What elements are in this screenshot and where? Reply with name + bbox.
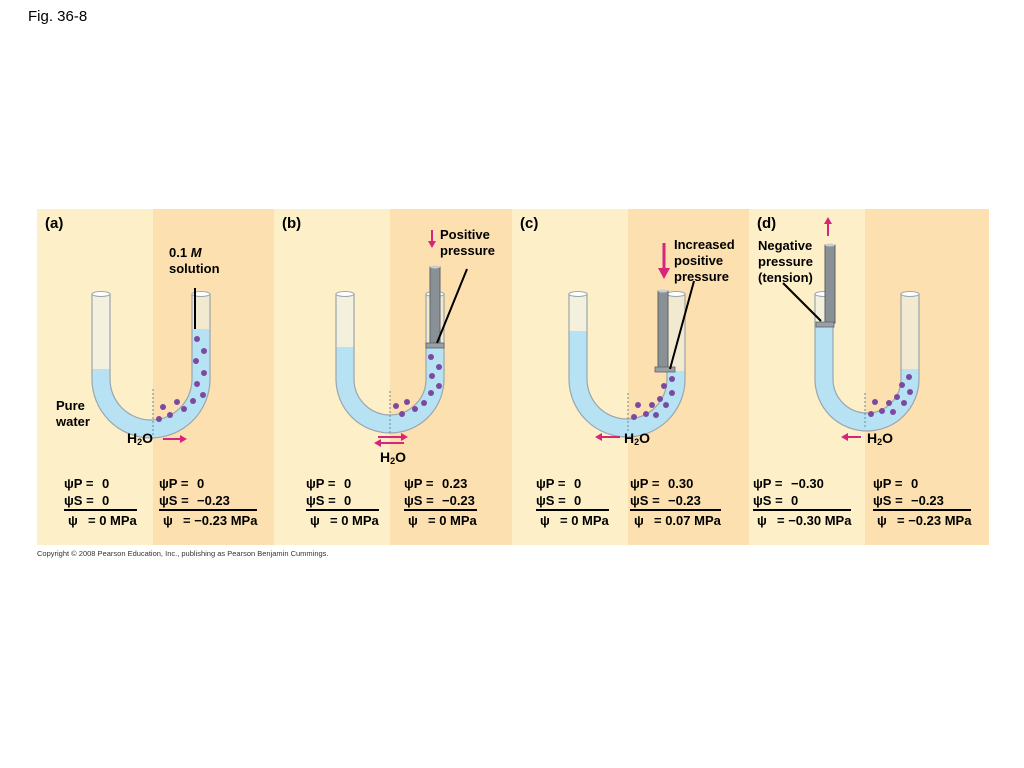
panel-label-b: (b) — [282, 215, 302, 232]
panel-label-a: (a) — [45, 215, 64, 232]
u-tube-c — [568, 243, 695, 441]
potential-table-b-left: ψP =0 ψS =0 ψ= 0 MPa — [306, 476, 379, 528]
u-tube-a — [91, 288, 211, 443]
potential-table-a-right: ψP =0 ψS =−0.23 ψ= −0.23 MPa — [159, 476, 258, 528]
potential-table-b-right: ψP =0.23 ψS =−0.23 ψ= 0 MPa — [404, 476, 477, 528]
solution-label: 0.1 M solution — [169, 245, 220, 276]
panel-label-d: (d) — [757, 215, 777, 232]
u-tube-d — [782, 217, 920, 441]
panel-label-c: (c) — [520, 215, 539, 232]
h2o-label-c: H2O — [624, 430, 651, 447]
figure-label: Fig. 36-8 — [28, 8, 88, 25]
potential-table-c-left: ψP =0 ψS =0 ψ= 0 MPa — [536, 476, 609, 528]
h2o-label-a: H2O — [127, 430, 154, 447]
potential-table-c-right: ψP =0.30 ψS =−0.23 ψ= 0.07 MPa — [630, 476, 721, 528]
h2o-label-b: H2O — [380, 449, 407, 466]
u-tube-b — [335, 230, 468, 447]
potential-table-a-left: ψP =0 ψS =0 ψ= 0 MPa — [64, 476, 137, 528]
copyright-notice: Copyright © 2008 Pearson Education, Inc.… — [37, 549, 329, 558]
potential-table-d-left: ψP =−0.30 ψS =0 ψ= −0.30 MPa — [753, 476, 852, 528]
potential-table-d-right: ψP =0 ψS =−0.23 ψ= −0.23 MPa — [873, 476, 972, 528]
h2o-label-d: H2O — [867, 430, 894, 447]
